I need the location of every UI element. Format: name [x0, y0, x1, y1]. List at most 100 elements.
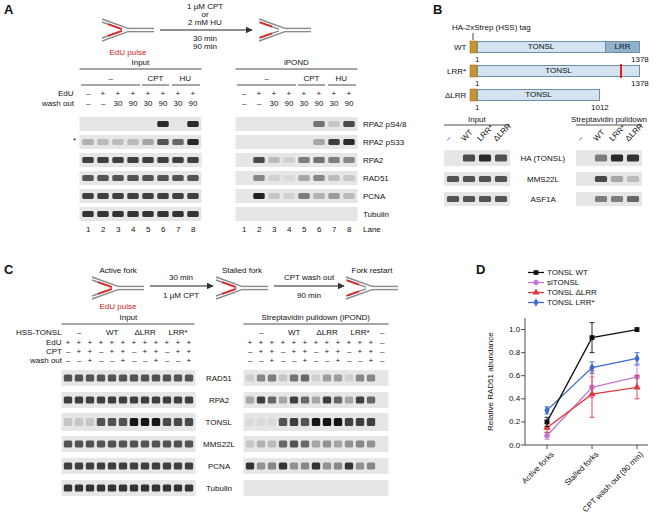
lane-number: 8 [191, 225, 195, 234]
band [345, 440, 353, 447]
band [356, 374, 364, 381]
axis-tick: 0.2 [509, 417, 520, 426]
band [157, 175, 168, 181]
domain-name: TONSL [528, 43, 555, 51]
band [157, 139, 168, 145]
data-point [635, 327, 640, 332]
hss-tag [470, 89, 477, 101]
column-header: Input [120, 313, 138, 322]
membrane [576, 172, 642, 186]
band [323, 374, 331, 381]
band [268, 418, 276, 426]
band [279, 462, 287, 469]
lane-marker: – [358, 356, 362, 365]
band [142, 193, 153, 199]
band [163, 374, 171, 381]
lane-marker: + [88, 347, 93, 356]
nascent-strand [102, 31, 122, 38]
membrane [62, 392, 196, 408]
band [172, 193, 183, 199]
band [334, 440, 342, 447]
nascent-strand [346, 289, 366, 296]
band [185, 462, 193, 469]
residue-number: 1 [475, 55, 479, 64]
nascent-strand [92, 280, 112, 287]
band [345, 418, 353, 426]
band [185, 418, 193, 426]
lane-marker: + [369, 347, 374, 356]
x-tick [637, 445, 638, 449]
axis-tick: 1.0 [509, 325, 520, 334]
legend-swatch [528, 288, 544, 297]
band [312, 418, 320, 426]
band [152, 440, 160, 447]
blot-strip [444, 150, 642, 166]
lane-marker: + [66, 338, 71, 347]
lane-marker: – [248, 356, 252, 365]
band [97, 418, 105, 426]
membrane [576, 150, 642, 166]
membrane [444, 172, 510, 186]
group-header: ΔLRR [317, 328, 338, 337]
lane-marker: + [281, 338, 286, 347]
edu-label [98, 289, 112, 294]
lane-marker: + [132, 338, 137, 347]
lane-marker: + [101, 89, 106, 98]
membrane [80, 135, 202, 149]
panel-letter: B [433, 3, 442, 18]
band [611, 154, 623, 161]
lane-marker: + [325, 347, 330, 356]
lane-marker: + [336, 347, 341, 356]
band [97, 396, 105, 403]
band [82, 211, 93, 217]
header-rule [80, 69, 202, 70]
hss-tag [470, 41, 477, 53]
band [301, 396, 309, 403]
group-rule [142, 85, 169, 86]
y-tick [521, 375, 525, 376]
row-label: Lane [363, 225, 381, 234]
line-chart [521, 323, 641, 449]
band [112, 211, 123, 217]
band [108, 462, 116, 469]
blot-strip [80, 153, 358, 167]
lane-marker: + [270, 356, 275, 365]
legend-text: TONSL LRR* [547, 298, 595, 307]
lane-marker: + [176, 338, 181, 347]
membrane [80, 117, 202, 131]
lane-marker: + [336, 338, 341, 347]
lane-marker: + [332, 89, 337, 98]
lane-number: 6 [161, 225, 165, 234]
lane-marker: + [176, 347, 181, 356]
nascent-strand [216, 289, 236, 296]
axis-title: Relative RAD51 abundance [485, 332, 494, 431]
lane-header: LRR* [608, 123, 628, 143]
legend-entry: TONSL LRR* [528, 298, 595, 307]
band [130, 418, 138, 426]
data-series [544, 365, 640, 439]
band [64, 462, 72, 469]
band [119, 484, 127, 491]
replication-fork [92, 277, 144, 299]
protein-label: PCNA [208, 462, 230, 471]
lane-number: 5 [302, 225, 306, 234]
blot-strip [444, 172, 642, 186]
lane-marker: 30 [330, 99, 339, 108]
lane-marker: + [369, 338, 374, 347]
band [495, 154, 507, 161]
band [163, 462, 171, 469]
band [119, 418, 127, 426]
column-header: Input [468, 115, 486, 124]
band [246, 396, 254, 403]
lane-marker: + [176, 89, 181, 98]
parental-duplex [128, 31, 154, 32]
band [185, 440, 193, 447]
band [86, 462, 94, 469]
protein-bar: TONSL [477, 65, 640, 77]
parental-strand [92, 290, 118, 299]
point-mutation [620, 64, 622, 78]
band [187, 175, 198, 181]
band [328, 193, 339, 199]
membrane [62, 480, 196, 496]
protein-bar: TONSL [477, 89, 600, 101]
